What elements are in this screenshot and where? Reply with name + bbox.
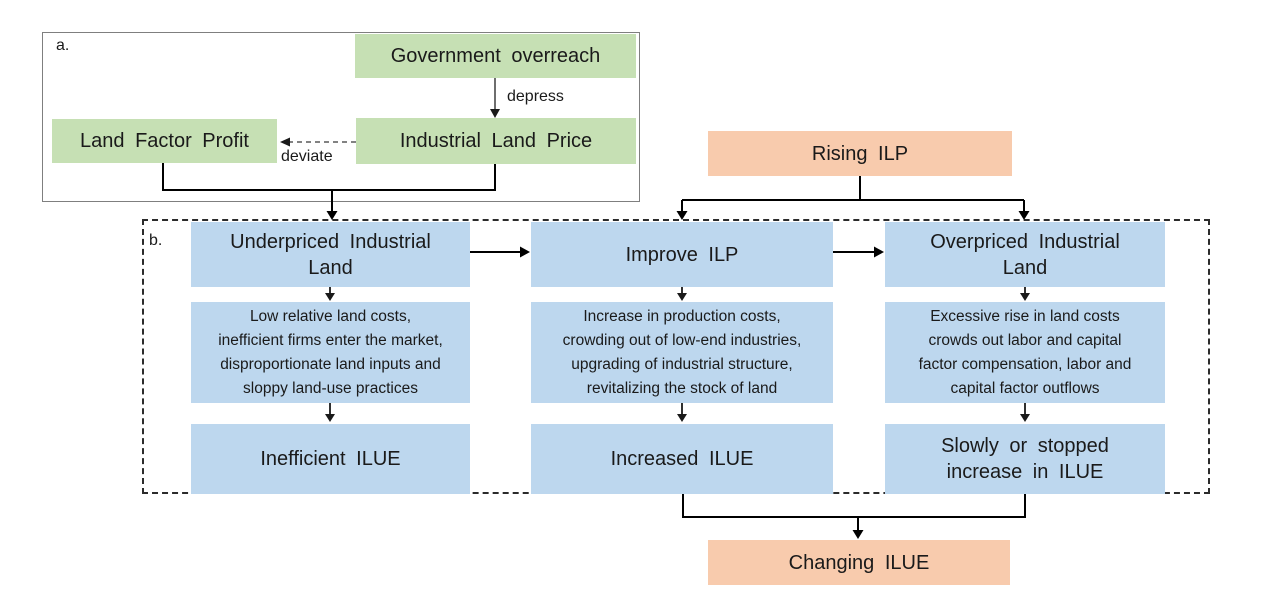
depress-edge-label: depress bbox=[507, 88, 564, 105]
panel-a-label: a. bbox=[56, 37, 70, 54]
panel-b-label: b. bbox=[149, 232, 163, 249]
improve-ilp-box: Improve ILP bbox=[531, 222, 833, 287]
industrial-land-price-box: Industrial Land Price bbox=[356, 118, 636, 164]
overpriced-description-box: Excessive rise in land costs crowds out … bbox=[885, 302, 1165, 403]
overpriced-industrial-land-box: Overpriced Industrial Land bbox=[885, 222, 1165, 287]
increased-ilue-box: Increased ILUE bbox=[531, 424, 833, 494]
underpriced-industrial-land-box: Underpriced Industrial Land bbox=[191, 222, 470, 287]
slow-increase-ilue-box: Slowly or stopped increase in ILUE bbox=[885, 424, 1165, 494]
outcome-merge-connector bbox=[682, 494, 1026, 539]
land-factor-profit-box: Land Factor Profit bbox=[52, 119, 277, 163]
inefficient-ilue-box: Inefficient ILUE bbox=[191, 424, 470, 494]
rising-ilp-split-connector bbox=[676, 176, 1030, 220]
rising-ilp-box: Rising ILP bbox=[708, 131, 1012, 176]
changing-ilue-box: Changing ILUE bbox=[708, 540, 1010, 585]
improve-ilp-description-box: Increase in production costs, crowding o… bbox=[531, 302, 833, 403]
underpriced-description-box: Low relative land costs, inefficient fir… bbox=[191, 302, 470, 403]
panel-a-frame bbox=[42, 32, 640, 202]
government-overreach-box: Government overreach bbox=[355, 34, 636, 78]
deviate-edge-label: deviate bbox=[281, 148, 333, 165]
